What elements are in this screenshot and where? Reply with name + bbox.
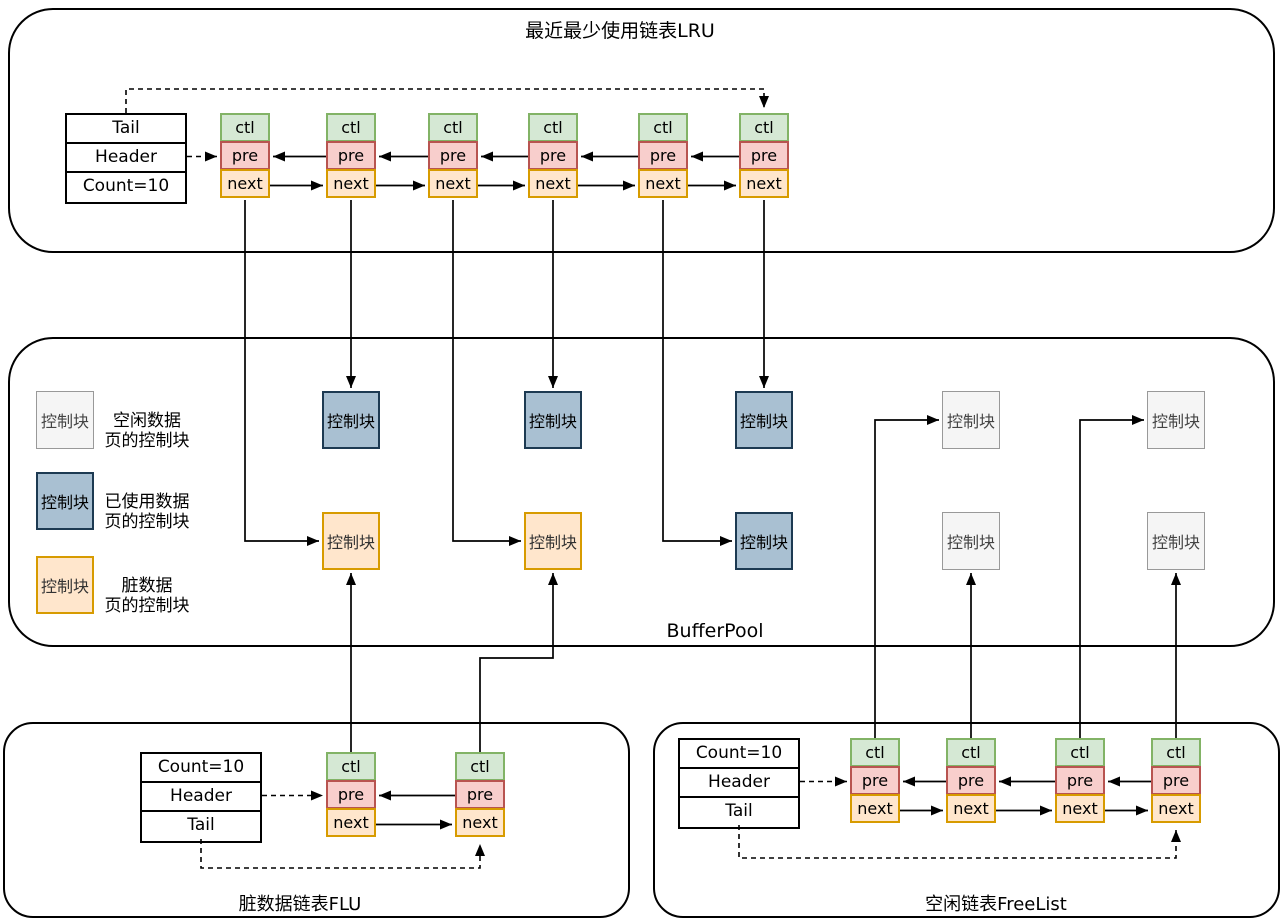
pre-cell: pre (326, 141, 376, 170)
ctl-cell: ctl (1151, 738, 1201, 767)
freelist-node-3: ctl pre next (1055, 738, 1105, 823)
flu-header-row: Header (142, 783, 260, 812)
next-cell: next (528, 169, 578, 198)
control-block-used: 控制块 (524, 391, 582, 449)
legend-free-box: 控制块 (36, 391, 94, 449)
ctl-cell: ctl (326, 113, 376, 142)
next-cell: next (638, 169, 688, 198)
pre-cell: pre (1055, 766, 1105, 795)
lru-header-row: Header (67, 144, 185, 173)
ctl-cell: ctl (739, 113, 789, 142)
pre-cell: pre (946, 766, 996, 795)
legend-free-desc: 空闲数据 页的控制块 (104, 411, 190, 451)
freelist-header-table: Count=10 Header Tail (678, 738, 800, 829)
legend-used-desc: 已使用数据 页的控制块 (104, 492, 190, 532)
lru-node-1: ctl pre next (220, 113, 270, 198)
pre-cell: pre (528, 141, 578, 170)
lru-header-table: Tail Header Count=10 (65, 113, 187, 204)
next-cell: next (220, 169, 270, 198)
ctl-cell: ctl (638, 113, 688, 142)
control-block-free: 控制块 (942, 391, 1000, 449)
lru-node-5: ctl pre next (638, 113, 688, 198)
ctl-cell: ctl (455, 752, 505, 781)
flu-panel (3, 722, 630, 918)
next-cell: next (739, 169, 789, 198)
bufferpool-panel (8, 337, 1275, 647)
freelist-panel-label: 空闲链表FreeList (925, 894, 1067, 915)
flu-node-1: ctl pre next (326, 752, 376, 837)
ctl-cell: ctl (946, 738, 996, 767)
lru-node-3: ctl pre next (428, 113, 478, 198)
lru-panel-title: 最近最少使用链表LRU (525, 20, 715, 42)
flu-node-2: ctl pre next (455, 752, 505, 837)
freelist-node-1: ctl pre next (850, 738, 900, 823)
next-cell: next (946, 794, 996, 823)
control-block-used: 控制块 (735, 391, 793, 449)
control-block-dirty: 控制块 (322, 512, 380, 570)
flu-count-row: Count=10 (142, 754, 260, 783)
ctl-cell: ctl (220, 113, 270, 142)
freelist-count-row: Count=10 (680, 740, 798, 769)
freelist-node-2: ctl pre next (946, 738, 996, 823)
freelist-node-4: ctl pre next (1151, 738, 1201, 823)
control-block-used: 控制块 (735, 512, 793, 570)
lru-node-4: ctl pre next (528, 113, 578, 198)
lru-tail-row: Tail (67, 115, 185, 144)
lru-node-6: ctl pre next (739, 113, 789, 198)
next-cell: next (428, 169, 478, 198)
next-cell: next (1055, 794, 1105, 823)
control-block-free: 控制块 (1147, 512, 1205, 570)
pre-cell: pre (850, 766, 900, 795)
pre-cell: pre (326, 780, 376, 809)
pre-cell: pre (455, 780, 505, 809)
next-cell: next (326, 169, 376, 198)
lru-node-2: ctl pre next (326, 113, 376, 198)
legend-dirty-box: 控制块 (36, 556, 94, 614)
next-cell: next (1151, 794, 1201, 823)
bufferpool-label: BufferPool (666, 620, 764, 642)
freelist-header-row: Header (680, 769, 798, 798)
legend-dirty-desc: 脏数据 页的控制块 (104, 576, 190, 616)
ctl-cell: ctl (528, 113, 578, 142)
ctl-cell: ctl (326, 752, 376, 781)
ctl-cell: ctl (850, 738, 900, 767)
freelist-tail-row: Tail (725, 801, 753, 821)
pre-cell: pre (739, 141, 789, 170)
pre-cell: pre (428, 141, 478, 170)
next-cell: next (326, 808, 376, 837)
control-block-dirty: 控制块 (524, 512, 582, 570)
pre-cell: pre (1151, 766, 1201, 795)
legend-used-box: 控制块 (36, 472, 94, 530)
ctl-cell: ctl (1055, 738, 1105, 767)
flu-header-table: Count=10 Header Tail (140, 752, 262, 843)
ctl-cell: ctl (428, 113, 478, 142)
pre-cell: pre (220, 141, 270, 170)
control-block-free: 控制块 (942, 512, 1000, 570)
next-cell: next (850, 794, 900, 823)
lru-count-row: Count=10 (82, 176, 170, 196)
flu-tail-row: Tail (187, 815, 215, 835)
control-block-free: 控制块 (1147, 391, 1205, 449)
control-block-used: 控制块 (322, 391, 380, 449)
flu-panel-label: 脏数据链表FLU (238, 894, 362, 915)
next-cell: next (455, 808, 505, 837)
pre-cell: pre (638, 141, 688, 170)
